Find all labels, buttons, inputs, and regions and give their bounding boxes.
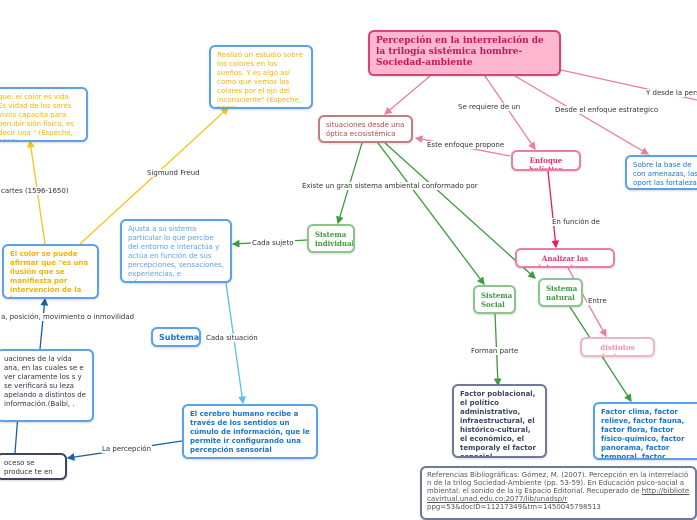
label-perspectiva: Y desde la persp: [645, 89, 697, 97]
factor-poblacional-node[interactable]: Factor poblacional, el político administ…: [452, 384, 547, 458]
label-estrategico: Desde el enfoque estrategico: [554, 106, 660, 114]
label-propone: Este enfoque propone: [426, 141, 506, 149]
freud-quote-node[interactable]: Realizó un estudio sobre los colores en …: [209, 45, 313, 109]
label-freud: Sigmund Freud: [146, 169, 201, 177]
descartes-quote-node[interactable]: que: el color es vida. Es vidad de los s…: [0, 87, 88, 142]
label-forman-parte: Forman parte: [470, 347, 520, 355]
sistema-individual-node[interactable]: Sistema individual: [307, 224, 355, 253]
analizar-node[interactable]: Analizar las interacciones: [515, 248, 615, 268]
label-se-requiere: Se requiere de un: [457, 103, 522, 111]
label-percepcion: La percepción: [101, 445, 152, 453]
central-topic[interactable]: Percepción en la interrelación de la tri…: [368, 30, 561, 76]
situaciones-node[interactable]: situaciones desde una óptica ecosistémic…: [318, 115, 413, 143]
factor-clima-node[interactable]: Factor clima, factor relieve, factor fau…: [593, 402, 697, 460]
sistema-natural-node[interactable]: Sistema natural: [538, 278, 583, 307]
ajusta-node[interactable]: Ajusta a su sistema particular lo que pe…: [120, 219, 232, 283]
referencias-node[interactable]: Referencias Bibliográficas: Gómez, M. (2…: [420, 466, 697, 520]
enfoque-holistico-node[interactable]: Enfoque holístico: [511, 150, 581, 171]
label-descartes: cartes (1596-1650): [0, 187, 70, 195]
distintos-factores-node[interactable]: distintos factores: [580, 337, 655, 357]
label-existe: Existe un gran sistema ambiental conform…: [301, 182, 479, 190]
label-posicion: a, posición, movimiento o inmovilidad: [0, 313, 136, 321]
cerebro-node[interactable]: El cerebro humano recibe a través de los…: [182, 404, 318, 459]
subtema-node[interactable]: Subtema: [151, 327, 201, 347]
color-ilusion-node[interactable]: El color se puede afirmar que "es una il…: [2, 244, 99, 299]
referencias-text: Referencias Bibliográficas: Gómez, M. (2…: [427, 471, 689, 495]
vida-cotidiana-node[interactable]: uaciones de la vida ana, en las cuales s…: [0, 349, 94, 422]
proceso-node[interactable]: oceso se produce te en: [0, 453, 67, 480]
referencias-link[interactable]: http://bibliotecavirtual.unad.edu.co:207…: [427, 487, 690, 503]
label-en-funcion: En función de: [551, 218, 601, 226]
referencias-tail: ppg=53&docID=11217349&tm=1450045798513: [427, 503, 601, 511]
label-entre: Entre: [587, 297, 608, 305]
estrategico-node[interactable]: Sobre la base de con amenazas, las oport…: [625, 155, 697, 190]
label-cada-sujeto: Cada sujeto: [251, 239, 295, 247]
sistema-social-node[interactable]: Sistema Social: [473, 285, 516, 314]
label-cada-situacion: Cada situación: [205, 334, 259, 342]
